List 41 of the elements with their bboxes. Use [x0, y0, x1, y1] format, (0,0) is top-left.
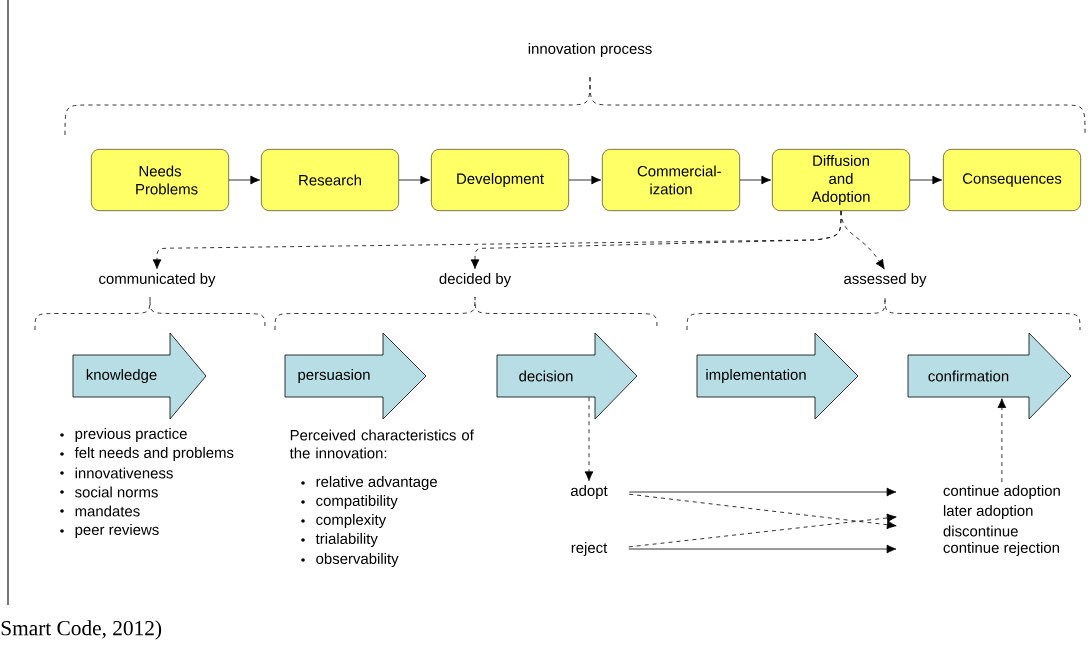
list-item: compatibility — [301, 495, 398, 509]
list-item: complexity — [301, 514, 387, 528]
arrow — [628, 493, 897, 530]
arrow — [840, 210, 885, 270]
list-item: observability — [301, 553, 399, 567]
brace-label: innovation process — [528, 43, 652, 57]
arrow — [628, 487, 897, 497]
caption: Smart Code, 2012) — [1, 620, 162, 640]
arrow — [628, 544, 897, 554]
process-box: Needs Problems — [91, 149, 229, 211]
list-item: trialability — [301, 533, 378, 547]
outcome-label: later adoption — [943, 505, 1033, 519]
process-box: Diffusion and Adoption — [772, 149, 910, 211]
list-item: mandates — [60, 505, 140, 517]
arrow — [997, 398, 1007, 483]
outcome-label: discontinue — [943, 525, 1018, 537]
branch-label: decided by — [439, 273, 512, 287]
outcome-label: continue rejection — [943, 542, 1059, 556]
process-box: Research — [261, 149, 399, 211]
arrow — [739, 175, 772, 185]
arrow — [228, 175, 261, 185]
arrow — [398, 175, 431, 185]
list-item: social norms — [60, 486, 158, 498]
list-item: innovativeness — [60, 467, 173, 479]
list-heading: Perceived characteristics of the innovation: — [289, 429, 474, 459]
outcome-label: adopt — [570, 485, 608, 499]
branch-label: communicated by — [99, 273, 216, 287]
arrow — [584, 396, 594, 482]
outcome-label: continue adoption — [943, 485, 1060, 499]
arrow — [568, 175, 602, 185]
outcome-label: reject — [571, 542, 608, 556]
list-item: felt needs and problems — [60, 447, 234, 461]
list-item: peer reviews — [60, 524, 159, 538]
process-box: Consequences — [943, 149, 1081, 211]
process-box: Commercial- ization — [602, 149, 740, 211]
arrow — [628, 513, 897, 548]
arrow — [909, 175, 943, 185]
branch-label: assessed by — [844, 273, 927, 287]
list-item: relative advantage — [301, 476, 437, 490]
process-box: Development — [431, 149, 569, 211]
list-item: previous practice — [60, 428, 187, 442]
